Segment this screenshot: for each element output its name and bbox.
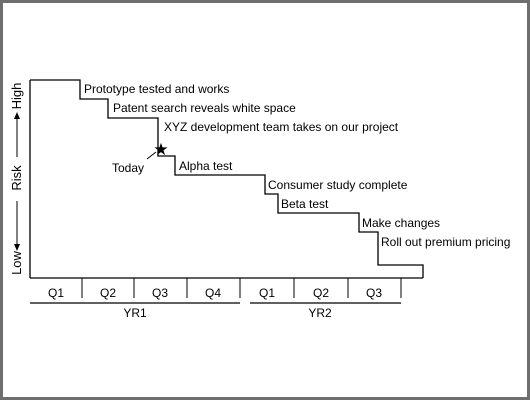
- today-star-icon: ★: [153, 140, 168, 159]
- milestone-label: Make changes: [362, 216, 440, 230]
- quarter-label: Q3: [152, 286, 168, 300]
- milestone-label: Consumer study complete: [268, 178, 408, 192]
- y-axis-labels: Low Risk High: [9, 83, 24, 275]
- quarter-label: Q3: [366, 286, 382, 300]
- quarter-label: Q2: [313, 286, 329, 300]
- quarter-label: Q1: [259, 286, 275, 300]
- milestone-label: XYZ development team takes on our projec…: [164, 120, 399, 134]
- milestone-label: Prototype tested and works: [84, 82, 229, 96]
- milestone-label: Roll out premium pricing: [381, 235, 510, 249]
- today-pointer-line: [146, 151, 157, 160]
- quarter-label: Q4: [205, 286, 221, 300]
- year-label: YR1: [123, 306, 147, 320]
- milestone-label: Alpha test: [179, 159, 233, 173]
- quarter-label: Q2: [100, 286, 116, 300]
- year-label: YR2: [308, 306, 332, 320]
- today-label: Today: [112, 161, 144, 175]
- y-axis-low-label: Low: [9, 250, 24, 274]
- quarter-ticks: [81, 278, 402, 298]
- axes: [29, 80, 423, 279]
- risk-step-line: [30, 79, 424, 278]
- y-axis-high-label: High: [9, 83, 24, 110]
- y-axis-arrow-down: [14, 201, 20, 251]
- year-groups: YR1 YR2: [30, 302, 401, 320]
- today-marker: ★ Today: [112, 140, 169, 175]
- quarter-label: Q1: [48, 286, 64, 300]
- milestone-label: Beta test: [281, 197, 329, 211]
- quarter-labels: Q1 Q2 Q3 Q4 Q1 Q2 Q3: [48, 286, 382, 300]
- milestone-label: Patent search reveals white space: [113, 101, 296, 115]
- y-axis-arrow-up: [14, 112, 20, 157]
- y-axis-title: Risk: [9, 165, 24, 191]
